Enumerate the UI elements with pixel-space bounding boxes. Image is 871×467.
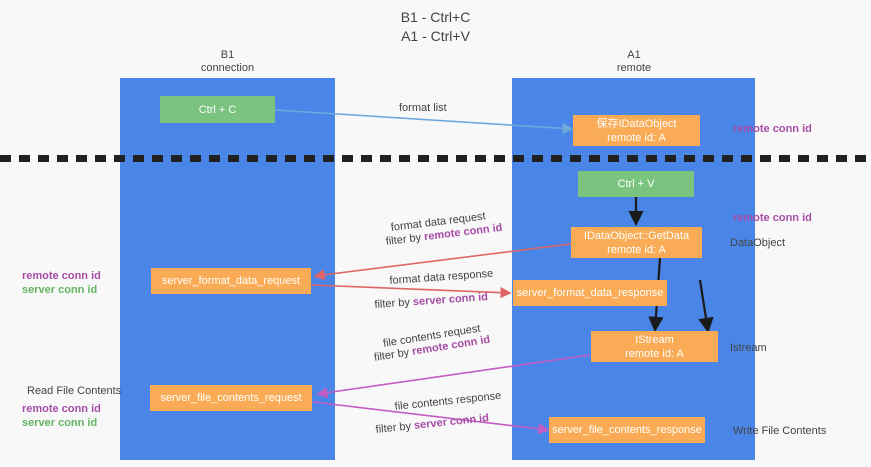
edge-label-format-data-response-text: format data response (389, 267, 494, 287)
node-server-file-contents-response[interactable]: server_file_contents_response (549, 417, 705, 443)
node-istream-line-2: remote id: A (625, 347, 684, 360)
filter-prefix: filter by (375, 419, 415, 436)
node-server-format-data-response-label: server_format_data_response (516, 287, 664, 299)
edge-label-format-list: format list (399, 102, 447, 114)
lane-header-a1-name: A1 (627, 49, 641, 61)
node-idataobject-getdata[interactable]: IDataObject::GetData remote id: A (571, 227, 702, 258)
edge-label-format-data-response-filter: filter by server conn id (374, 290, 488, 312)
page-title: B1 - Ctrl+C A1 - Ctrl+V (0, 8, 871, 46)
filter-prefix: filter by (373, 345, 414, 364)
edge-label-format-data-response: format data response (389, 267, 494, 288)
edge-label-file-contents-response: file contents response (394, 389, 502, 414)
edge-label-file-contents-response-filter: filter by server conn id (375, 411, 490, 437)
node-getdata-line-2: remote id: A (607, 243, 666, 256)
annotation-left-server-conn-id-mid: server conn id (22, 284, 98, 296)
lane-header-b1-role: connection (200, 62, 255, 74)
annotation-left-read-file-contents: Read File Contents (27, 385, 122, 397)
lane-header-b1-name: B1 (220, 49, 235, 61)
annotation-right-istream: Istream (730, 342, 767, 354)
edge-label-file-contents-response-text: file contents response (394, 389, 502, 413)
annotation-right-remote-conn-id-top: remote conn id (733, 123, 812, 135)
annotation-left-server-conn-id-bottom: server conn id (22, 417, 98, 429)
node-save-idataobject-line-1: 保存IDataObject (596, 117, 677, 130)
annotation-right-write-file-contents: Write File Contents (733, 425, 827, 437)
filter-key-server-conn-id: server conn id (413, 412, 490, 432)
node-server-format-data-request-label: server_format_data_request (161, 275, 301, 287)
node-ctrl-c-label: Ctrl + C (198, 103, 237, 116)
page-title-line-2: A1 - Ctrl+V (401, 28, 470, 44)
node-save-idataobject-line-2: remote id: A (607, 131, 666, 144)
annotation-left-remote-conn-id-mid: remote conn id (22, 270, 101, 282)
node-server-file-contents-response-label: server_file_contents_response (552, 424, 702, 436)
lane-header-a1-role: remote (616, 62, 652, 74)
node-getdata-line-1: IDataObject::GetData (583, 229, 690, 242)
filter-prefix: filter by (374, 296, 414, 311)
filter-key-server-conn-id: server conn id (412, 291, 489, 309)
page-title-line-1: B1 - Ctrl+C (400, 9, 471, 25)
node-server-format-data-response[interactable]: server_format_data_response (513, 280, 667, 306)
annotation-right-remote-conn-id-mid: remote conn id (733, 212, 812, 224)
phase-divider (0, 155, 871, 162)
node-server-format-data-request[interactable]: server_format_data_request (151, 268, 311, 294)
annotation-left-remote-conn-id-bottom: remote conn id (22, 403, 101, 415)
lane-header-a1: A1 remote (550, 49, 718, 75)
filter-prefix: filter by (385, 231, 425, 248)
annotation-right-dataobject: DataObject (730, 237, 786, 249)
node-ctrl-v-label: Ctrl + V (617, 178, 655, 190)
node-server-file-contents-request-label: server_file_contents_request (160, 392, 302, 404)
node-server-file-contents-request[interactable]: server_file_contents_request (150, 385, 312, 411)
node-istream-line-1: IStream (635, 333, 674, 346)
node-ctrl-c[interactable]: Ctrl + C (160, 96, 275, 123)
node-istream[interactable]: IStream remote id: A (591, 331, 718, 362)
lane-header-b1: B1 connection (150, 49, 305, 75)
node-ctrl-v[interactable]: Ctrl + V (578, 171, 694, 197)
node-save-idataobject[interactable]: 保存IDataObject remote id: A (573, 115, 700, 146)
